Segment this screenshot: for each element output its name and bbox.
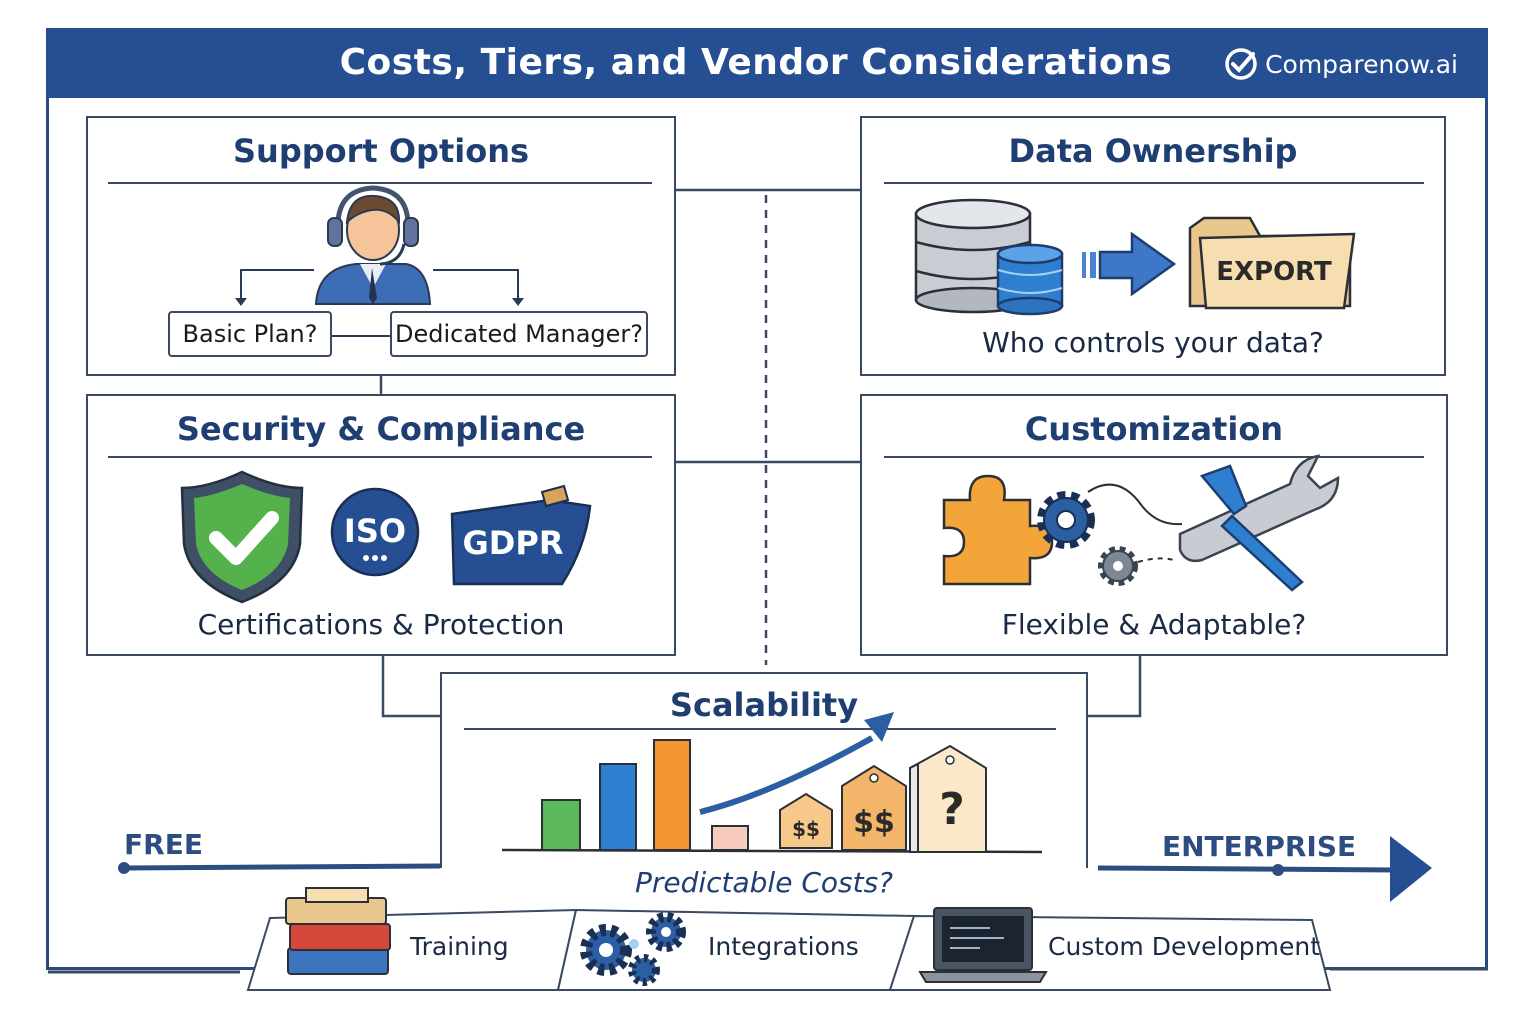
gears-icon	[580, 912, 686, 986]
laptop-icon	[918, 907, 1048, 983]
dedicated-manager-button[interactable]: Dedicated Manager?	[390, 311, 648, 357]
small-database-icon	[996, 243, 1064, 316]
database-icon	[914, 198, 1032, 314]
price-tag-medium-icon: $$	[841, 764, 907, 851]
bar-medium	[599, 763, 637, 851]
tier-arrow-head-icon	[1390, 836, 1432, 902]
service-training: Training	[410, 932, 509, 961]
data-ownership-caption: Who controls your data?	[982, 326, 1324, 359]
basic-plan-button[interactable]: Basic Plan?	[168, 311, 332, 357]
shield-check-icon	[180, 470, 304, 604]
service-custom-development: Custom Development	[1048, 932, 1321, 961]
iso-badge-icon: ISO	[330, 487, 420, 577]
svg-text:$$: $$	[792, 817, 820, 841]
tier-free-label: FREE	[124, 828, 203, 861]
security-caption: Certifications & Protection	[197, 608, 565, 641]
screwdriver-icon	[1199, 464, 1304, 592]
title-divider	[108, 182, 652, 184]
scalability-title: Scalability	[669, 686, 859, 724]
check-circle-icon	[1225, 48, 1257, 80]
data-ownership-panel: Data Ownership EXPORT Who controls your …	[860, 116, 1446, 376]
security-compliance-title: Security & Compliance	[176, 410, 586, 448]
scalability-panel: Scalability $$ $$ ?	[440, 672, 1088, 868]
title-divider	[464, 728, 1056, 730]
customization-title: Customization	[1024, 410, 1284, 448]
scalability-caption: Predictable Costs?	[634, 866, 894, 899]
svg-text:?: ?	[939, 784, 965, 835]
support-agent-icon	[314, 185, 432, 305]
customization-panel: Customization Flexible & Adaptable?	[860, 394, 1448, 656]
brand-logo[interactable]: Comparenow.ai	[1223, 42, 1458, 86]
books-icon	[285, 887, 391, 975]
customization-caption: Flexible & Adaptable?	[1001, 608, 1307, 641]
gear-icon	[1037, 491, 1095, 549]
support-options-panel: Support Options Basic Plan? Dedicated Ma…	[86, 116, 676, 376]
svg-text:$$: $$	[853, 805, 895, 840]
title-divider	[108, 456, 652, 458]
title-divider	[884, 456, 1424, 458]
small-gear-icon	[1098, 546, 1138, 586]
growth-arrow-head-icon	[864, 712, 894, 742]
security-compliance-panel: Security & Compliance ISO GDPR Certifica…	[86, 394, 676, 656]
growth-arrow	[699, 735, 874, 815]
data-ownership-title: Data Ownership	[1008, 132, 1298, 170]
service-integrations: Integrations	[708, 932, 859, 961]
support-options-title: Support Options	[232, 132, 530, 170]
folder-icon	[1188, 216, 1356, 310]
wrench-icon	[1178, 454, 1340, 563]
puzzle-piece-icon	[942, 474, 1054, 586]
scalability-chart: $$ $$ ?	[501, 712, 1043, 854]
gdpr-badge-icon: GDPR	[450, 484, 592, 586]
title-divider	[884, 182, 1424, 184]
data-export-diagram: EXPORT	[914, 198, 1356, 316]
bar-small	[541, 799, 581, 851]
bar-large	[653, 739, 691, 851]
export-arrow-icon	[1082, 231, 1177, 297]
price-tag-small-icon: $$	[779, 792, 833, 849]
gdpr-label: GDPR	[463, 524, 564, 562]
support-diagram	[235, 185, 524, 337]
price-tag-large-icon: ?	[909, 744, 987, 853]
iso-label: ISO	[344, 512, 406, 550]
tier-enterprise-label: ENTERPRISE	[1162, 830, 1357, 863]
export-label: EXPORT	[1216, 257, 1332, 287]
security-badges: ISO GDPR	[180, 470, 592, 604]
customization-tools	[942, 454, 1340, 592]
bar-tiny	[711, 825, 749, 851]
page-title: Costs, Tiers, and Vendor Considerations	[339, 42, 1173, 83]
brand-name: Comparenow.ai	[1265, 49, 1458, 79]
